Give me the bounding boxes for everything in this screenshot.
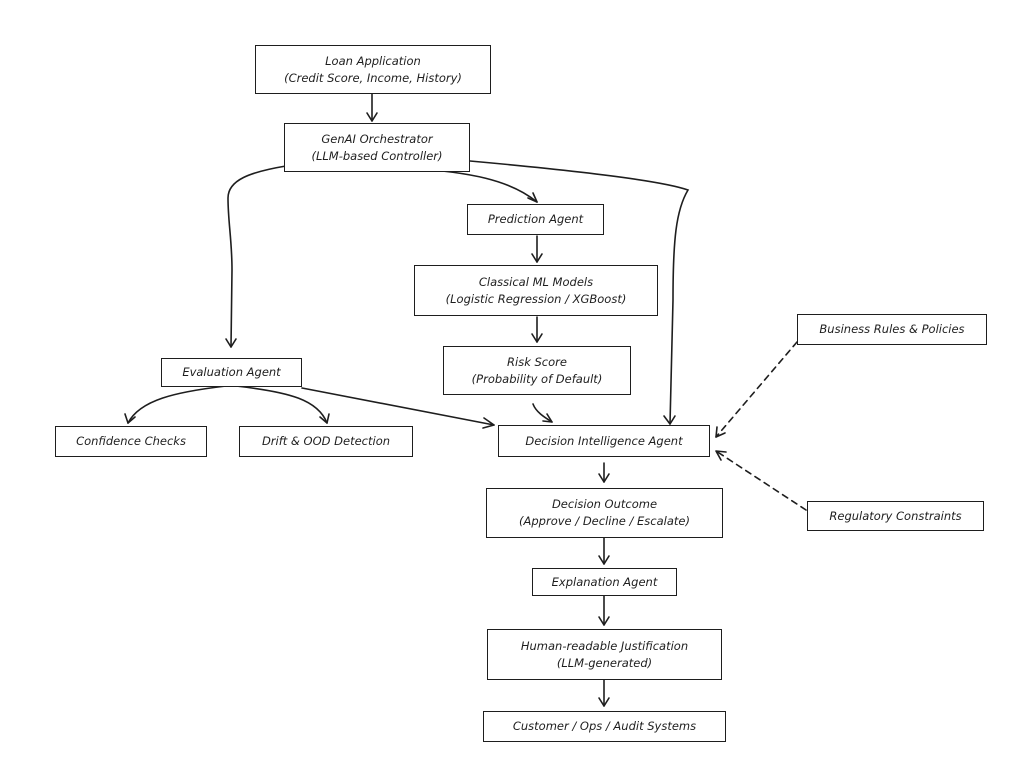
node-title: Confidence Checks	[76, 434, 186, 449]
node-subtitle: (LLM-generated)	[556, 655, 653, 670]
node-subtitle: (Credit Score, Income, History)	[284, 70, 462, 85]
edge-regulatory-to-decision	[715, 450, 807, 511]
arrowhead	[715, 450, 727, 461]
arrowhead	[598, 697, 610, 707]
arrowhead	[527, 192, 538, 203]
node-title: Prediction Agent	[487, 212, 584, 227]
arrowhead	[366, 112, 378, 122]
node-risk-score: Risk Score (Probability of Default)	[443, 346, 631, 395]
edge-evaluation-to-decision	[301, 387, 495, 426]
node-loan-application: Loan Application (Credit Score, Income, …	[255, 45, 491, 94]
arrowhead	[598, 555, 610, 565]
edge-evaluation-to-drift	[235, 385, 328, 424]
arrowhead	[531, 253, 543, 263]
arrowhead	[598, 473, 610, 483]
node-title: Business Rules & Policies	[819, 322, 965, 337]
arrowhead	[531, 333, 543, 343]
node-title: Evaluation Agent	[182, 365, 281, 380]
node-title: Regulatory Constraints	[829, 508, 962, 523]
edge-business-rules-to-decision	[715, 341, 798, 438]
edge-evaluation-to-confidence	[127, 385, 227, 424]
node-regulatory-constraints: Regulatory Constraints	[807, 501, 984, 531]
arrowhead	[715, 426, 726, 438]
node-explanation-agent: Explanation Agent	[532, 568, 677, 596]
node-title: Decision Intelligence Agent	[525, 433, 683, 448]
arrowhead	[225, 338, 237, 348]
node-title: Drift & OOD Detection	[261, 434, 391, 449]
arrowhead	[598, 616, 610, 626]
edge-orchestrator-to-evaluation	[227, 165, 287, 348]
node-evaluation-agent: Evaluation Agent	[161, 358, 302, 387]
edge-orchestrator-to-prediction	[407, 167, 538, 203]
edge-risk-to-decision	[532, 403, 553, 423]
node-title: Risk Score	[507, 354, 567, 369]
node-title: Customer / Ops / Audit Systems	[512, 719, 697, 734]
edge-orchestrator-to-decision	[469, 160, 690, 425]
node-prediction-agent: Prediction Agent	[467, 204, 604, 235]
node-human-readable-justification: Human-readable Justification (LLM-genera…	[487, 629, 722, 680]
node-classical-ml-models: Classical ML Models (Logistic Regression…	[414, 265, 658, 316]
node-title: Explanation Agent	[551, 574, 658, 589]
arrowhead	[482, 417, 495, 429]
node-subtitle: (Probability of Default)	[471, 371, 603, 386]
arrowhead	[663, 415, 676, 425]
node-confidence-checks: Confidence Checks	[55, 426, 207, 457]
node-title: Human-readable Justification	[520, 638, 689, 653]
node-customer-ops-audit-systems: Customer / Ops / Audit Systems	[483, 711, 726, 742]
node-drift-ood-detection: Drift & OOD Detection	[239, 426, 413, 457]
node-title: Classical ML Models	[478, 274, 594, 289]
node-decision-intelligence-agent: Decision Intelligence Agent	[498, 425, 710, 457]
node-title: Loan Application	[325, 53, 421, 68]
node-title: GenAI Orchestrator	[321, 131, 433, 146]
node-business-rules-policies: Business Rules & Policies	[797, 314, 987, 345]
node-genai-orchestrator: GenAI Orchestrator (LLM-based Controller…	[284, 123, 470, 172]
arrowhead	[542, 413, 553, 423]
node-title: Decision Outcome	[551, 497, 658, 512]
node-subtitle: (Logistic Regression / XGBoost)	[445, 291, 627, 306]
node-subtitle: (LLM-based Controller)	[311, 148, 443, 163]
node-decision-outcome: Decision Outcome (Approve / Decline / Es…	[486, 488, 723, 538]
node-subtitle: (Approve / Decline / Escalate)	[519, 514, 690, 528]
arrowhead	[124, 413, 136, 424]
arrowhead	[319, 413, 330, 424]
